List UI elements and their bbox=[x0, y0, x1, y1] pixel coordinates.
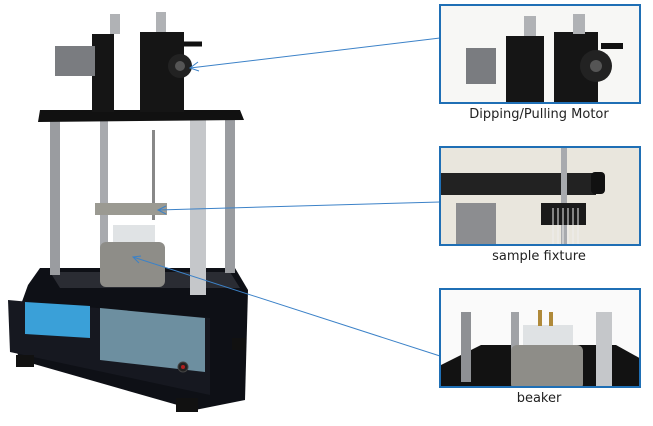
beaker-holder bbox=[100, 242, 165, 287]
callout-motor-label: Dipping/Pulling Motor bbox=[469, 107, 609, 122]
callout-fixture-label: sample fixture bbox=[492, 249, 586, 264]
wrapped-column bbox=[190, 120, 206, 295]
callout-beaker-label: beaker bbox=[516, 391, 562, 406]
lcd-screen bbox=[25, 302, 90, 338]
callout-fixture-image bbox=[439, 146, 641, 246]
fixture-plate bbox=[95, 203, 167, 215]
beaker-closeup bbox=[441, 290, 639, 386]
touch-panel bbox=[100, 308, 205, 372]
callout-motor-image bbox=[439, 4, 641, 104]
fixture-closeup bbox=[441, 148, 639, 244]
motor-closeup bbox=[441, 6, 639, 102]
callout-beaker-image bbox=[439, 288, 641, 388]
